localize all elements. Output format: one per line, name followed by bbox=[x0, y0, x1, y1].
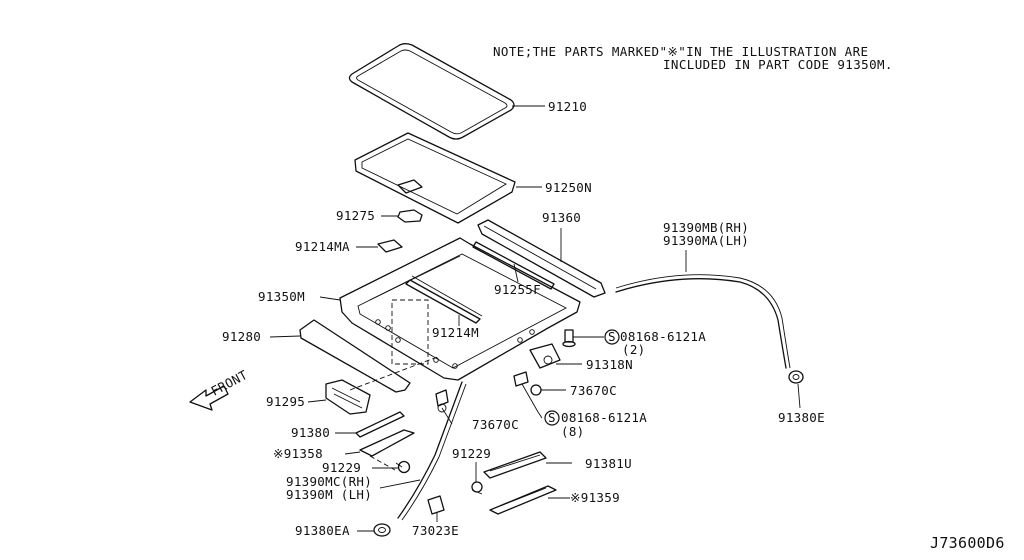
leader-08168-lower bbox=[537, 411, 543, 419]
leader-91295 bbox=[307, 399, 327, 403]
part-91359-slider bbox=[489, 485, 557, 515]
leader-91350M bbox=[319, 296, 341, 301]
part-91390MC-drain-hose bbox=[397, 381, 467, 521]
part-91295-motor bbox=[325, 379, 371, 415]
leader-73670C-left bbox=[441, 407, 453, 425]
label-91380: 91380 bbox=[291, 425, 330, 440]
part-91250N-sunshade bbox=[354, 132, 516, 224]
label-91295: 91295 bbox=[266, 394, 305, 409]
label-73670C-right: 73670C bbox=[570, 383, 617, 398]
label-73023E: 73023E bbox=[412, 523, 459, 538]
label-91275: 91275 bbox=[336, 208, 375, 223]
label-91250N: 91250N bbox=[545, 180, 592, 195]
label-91210: 91210 bbox=[548, 99, 587, 114]
part-91229-clip-right bbox=[471, 481, 483, 495]
part-73670C-nut-right bbox=[530, 384, 542, 396]
dashed-guide-frame bbox=[391, 299, 429, 365]
part-91275-handle bbox=[397, 209, 423, 223]
label-91358: ※91358 bbox=[273, 446, 323, 461]
label-91229-right: 91229 bbox=[452, 446, 491, 461]
leader-91358 bbox=[344, 451, 361, 455]
screw-symbol-upper: S bbox=[604, 329, 620, 345]
part-91214MA-pad bbox=[377, 239, 403, 253]
label-91214MA: 91214MA bbox=[295, 239, 350, 254]
front-label: FRONT bbox=[208, 367, 250, 399]
label-91214M: 91214M bbox=[432, 325, 479, 340]
leader-91255F bbox=[513, 263, 519, 283]
note-line-2: INCLUDED IN PART CODE 91350M. bbox=[663, 57, 893, 72]
part-91229-clip-left bbox=[395, 460, 411, 474]
label-91380EA: 91380EA bbox=[295, 523, 350, 538]
part-91358-slider bbox=[359, 429, 415, 457]
part-08168-6121A-bolt-upper bbox=[562, 329, 576, 348]
part-91318N-bracket bbox=[529, 343, 561, 369]
label-73670C-left: 73670C bbox=[472, 417, 519, 432]
label-91318N: 91318N bbox=[586, 357, 633, 372]
part-91255F-seal bbox=[472, 241, 555, 290]
label-91255F: 91255F bbox=[494, 282, 541, 297]
front-arrow-icon bbox=[189, 385, 229, 411]
part-73670C-grommet-center bbox=[435, 389, 449, 413]
part-91380E-grommet bbox=[788, 370, 804, 384]
label-91350M: 91350M bbox=[258, 289, 305, 304]
part-91280-front-rail bbox=[299, 319, 411, 393]
dashed-guide-motor bbox=[349, 355, 441, 391]
part-91380EA-grommet bbox=[373, 523, 391, 537]
diagram-code: J73600D6 bbox=[930, 534, 1005, 552]
dashed-guide-91358 bbox=[369, 455, 396, 471]
label-08168-upper: 08168-6121A bbox=[620, 329, 706, 344]
label-91380E: 91380E bbox=[778, 410, 825, 425]
leader-91380E bbox=[797, 383, 801, 409]
part-73023E-clip bbox=[427, 495, 445, 515]
label-91390M: 91390M (LH) bbox=[286, 487, 372, 502]
svg-text:S: S bbox=[608, 329, 616, 344]
label-91390MB: 91390MB(RH) bbox=[663, 220, 749, 235]
part-91390MB-drain-hose bbox=[615, 274, 791, 369]
screw-symbol-lower: S bbox=[544, 410, 560, 426]
label-08168-lower: 08168-6121A bbox=[561, 410, 647, 425]
label-08168-lower-qty: (8) bbox=[561, 424, 584, 439]
label-91280: 91280 bbox=[222, 329, 261, 344]
part-91380-tube bbox=[355, 411, 405, 438]
leader-91280 bbox=[269, 335, 301, 338]
label-91360: 91360 bbox=[542, 210, 581, 225]
label-91390MC: 91390MC(RH) bbox=[286, 474, 372, 489]
label-91359: ※91359 bbox=[570, 490, 620, 505]
part-91350M-frame bbox=[339, 237, 581, 381]
svg-text:S: S bbox=[548, 410, 556, 425]
part-91360-wind-deflector bbox=[477, 219, 606, 298]
note-line-1: NOTE;THE PARTS MARKED"※"IN THE ILLUSTRAT… bbox=[493, 44, 869, 59]
label-08168-upper-qty: (2) bbox=[622, 342, 645, 357]
label-91390MA: 91390MA(LH) bbox=[663, 233, 749, 248]
leader-91390MC bbox=[379, 479, 421, 489]
label-91229-left: 91229 bbox=[322, 460, 361, 475]
part-91210-glass-lid bbox=[348, 43, 515, 140]
label-91381U: 91381U bbox=[585, 456, 632, 471]
part-91381U-guide-rail bbox=[483, 451, 547, 479]
part-08168-6121A-bolt-lower bbox=[513, 371, 539, 413]
